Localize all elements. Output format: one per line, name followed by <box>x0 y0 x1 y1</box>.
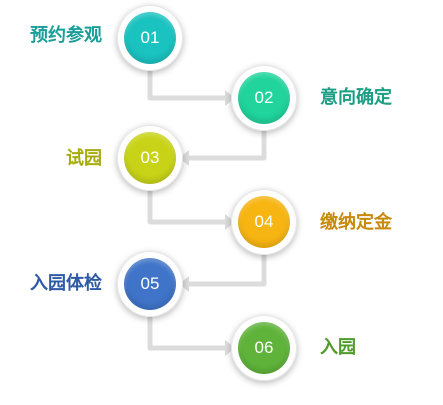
step-2-number: 02 <box>254 88 274 107</box>
step-2-badge: 02 <box>238 72 290 124</box>
connector-arrowhead-4 <box>179 276 189 292</box>
connector-arrowhead-1 <box>225 90 235 106</box>
step-3-circle: 03 <box>117 125 183 191</box>
step-2-label: 意向确定 <box>320 87 392 108</box>
step-3-number: 03 <box>140 148 160 167</box>
connector-2-to-3 <box>187 129 267 161</box>
step-4-label: 缴纳定金 <box>320 212 392 233</box>
step-5-label: 入园体检 <box>30 273 102 294</box>
connector-3-to-4 <box>147 189 227 225</box>
connector-1-to-2 <box>147 69 227 101</box>
step-3-badge: 03 <box>124 132 176 184</box>
step-3-label: 试园 <box>66 148 102 169</box>
step-1-label: 预约参观 <box>30 25 102 46</box>
step-6-label: 入园 <box>320 337 356 358</box>
step-4-number: 04 <box>254 212 274 231</box>
connector-5-to-6 <box>147 315 227 351</box>
step-5-badge: 05 <box>124 258 176 310</box>
step-1-number: 01 <box>140 28 160 47</box>
step-1-circle: 01 <box>117 5 183 71</box>
connector-4-to-5 <box>187 253 267 287</box>
connector-arrowhead-3 <box>225 214 235 230</box>
step-6-badge: 06 <box>238 322 290 374</box>
step-4-badge: 04 <box>238 196 290 248</box>
connector-arrowhead-2 <box>179 150 189 166</box>
step-5-number: 05 <box>140 274 160 293</box>
step-6-number: 06 <box>254 338 274 357</box>
step-2-circle: 02 <box>231 65 297 131</box>
step-6-circle: 06 <box>231 315 297 381</box>
step-5-circle: 05 <box>117 251 183 317</box>
connector-arrowhead-5 <box>225 340 235 356</box>
step-4-circle: 04 <box>231 189 297 255</box>
step-1-badge: 01 <box>124 12 176 64</box>
